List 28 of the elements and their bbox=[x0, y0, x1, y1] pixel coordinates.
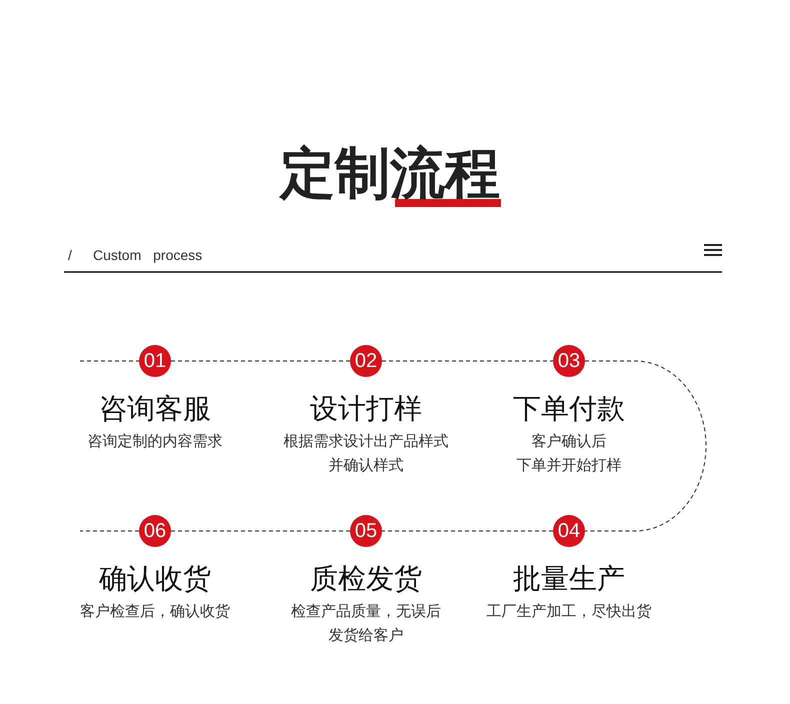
step-heading: 质检发货 bbox=[310, 561, 422, 597]
step-description: 下单并开始打样 bbox=[516, 455, 622, 476]
step-number-circle: 05 bbox=[350, 515, 382, 547]
dashed-line bbox=[80, 530, 140, 532]
step-number-circle: 06 bbox=[139, 515, 171, 547]
step-description: 咨询定制的内容需求 bbox=[88, 431, 222, 452]
step-number-circle: 03 bbox=[553, 345, 585, 377]
step-description: 客户确认后 bbox=[532, 431, 606, 452]
dashed-line bbox=[382, 360, 554, 362]
step-heading: 下单付款 bbox=[513, 391, 625, 427]
step-description: 根据需求设计出产品样式并确认样式 bbox=[282, 431, 450, 476]
separator-slash: / bbox=[68, 246, 72, 264]
step-number-circle: 02 bbox=[350, 345, 382, 377]
dashed-line bbox=[170, 530, 350, 532]
step-heading: 设计打样 bbox=[310, 391, 422, 427]
dashed-line bbox=[80, 360, 140, 362]
step-number-circle: 04 bbox=[553, 515, 585, 547]
dashed-line bbox=[170, 360, 350, 362]
step-number-circle: 01 bbox=[139, 345, 171, 377]
subtitle: Custom process bbox=[93, 246, 202, 264]
dashed-line bbox=[382, 530, 554, 532]
step-heading: 确认收货 bbox=[99, 561, 211, 597]
dashed-line bbox=[584, 360, 706, 532]
step-description: 工厂生产加工，尽快出货 bbox=[486, 601, 652, 622]
step-description: 客户检查后，确认收货 bbox=[80, 601, 230, 622]
step-heading: 批量生产 bbox=[513, 561, 625, 597]
step-description: 检查产品质量，无误后发货给客户 bbox=[290, 601, 442, 646]
step-heading: 咨询客服 bbox=[99, 391, 211, 427]
